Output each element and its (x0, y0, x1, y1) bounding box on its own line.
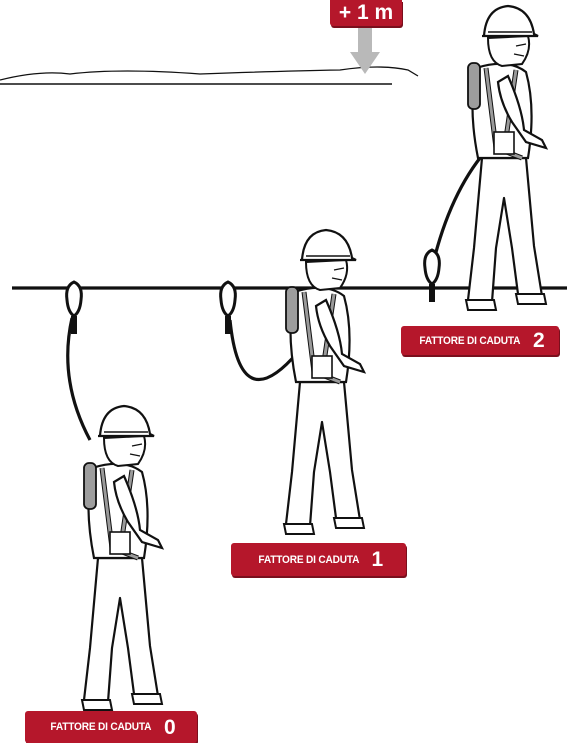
carabiner-icon (221, 282, 236, 334)
fall-factor-value: 0 (164, 717, 176, 738)
fall-factor-value: 2 (533, 330, 545, 351)
fall-factor-label: FATTORE DI CADUTA (51, 721, 152, 733)
height-marker-badge: + 1 m (330, 0, 402, 26)
fall-factor-badge-2: FATTORE DI CADUTA 2 (401, 326, 559, 355)
fall-factor-badge-1: FATTORE DI CADUTA 1 (231, 543, 406, 576)
fall-factor-label: FATTORE DI CADUTA (258, 554, 359, 566)
worker-figure-factor-1 (284, 230, 364, 534)
carabiner-icon (425, 250, 440, 302)
fall-factor-value: 1 (371, 549, 383, 570)
fall-factor-label: FATTORE DI CADUTA (420, 335, 521, 347)
ground-terrain-line (0, 67, 418, 80)
worker-figure-factor-2 (466, 6, 546, 310)
worker-figure-factor-0 (82, 406, 162, 710)
fall-factor-badge-0: FATTORE DI CADUTA 0 (25, 711, 197, 743)
lanyard-factor-0 (68, 318, 90, 440)
